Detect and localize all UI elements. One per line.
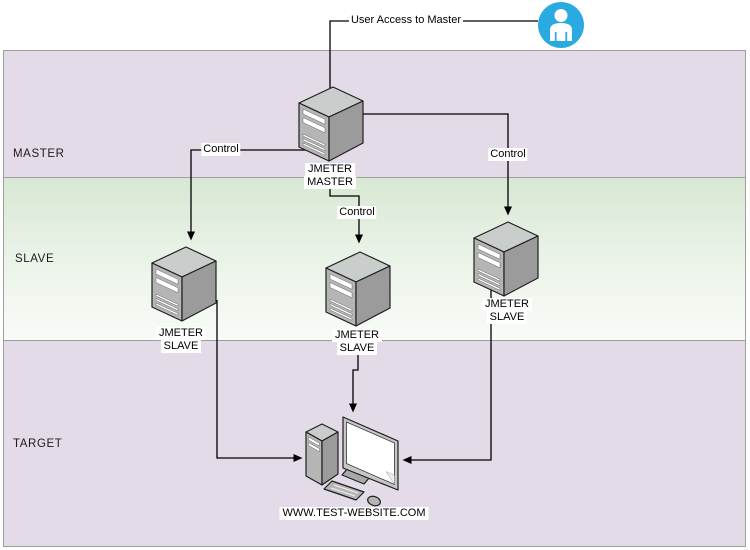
server-icon-slave-left [146, 243, 222, 327]
server-icon-slave-right [468, 218, 544, 302]
band-label-master: MASTER [13, 148, 65, 160]
jmeter-slave-left-label: JMETER SLAVE [156, 327, 206, 353]
jmeter-slave-right-label: JMETER SLAVE [482, 298, 532, 324]
control-label-left: Control [201, 143, 241, 156]
jmeter-slave-middle-label: JMETER SLAVE [332, 329, 382, 355]
server-icon-master [293, 83, 369, 167]
control-label-right: Control [488, 148, 528, 161]
workstation-icon [305, 416, 399, 507]
band-label-slave: SLAVE [15, 253, 55, 265]
user-access-label: User Access to Master [348, 14, 464, 27]
band-master [3, 50, 746, 178]
server-icon-slave-middle [320, 248, 396, 332]
person-icon [538, 2, 584, 48]
jmeter-master-label: JMETER MASTER [304, 163, 356, 189]
control-label-middle: Control [337, 206, 377, 219]
target-website-label: WWW.TEST-WEBSITE.COM [279, 507, 429, 520]
band-label-target: TARGET [13, 438, 63, 450]
